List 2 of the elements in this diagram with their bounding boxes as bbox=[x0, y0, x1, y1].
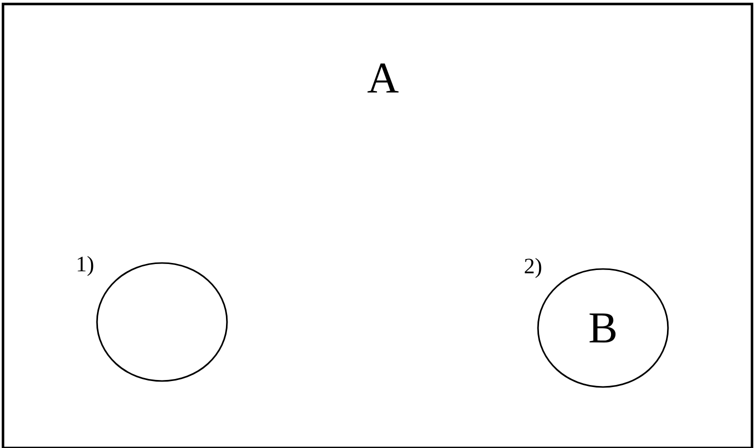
callout-number: 1) bbox=[78, 256, 94, 276]
circle bbox=[96, 262, 228, 382]
